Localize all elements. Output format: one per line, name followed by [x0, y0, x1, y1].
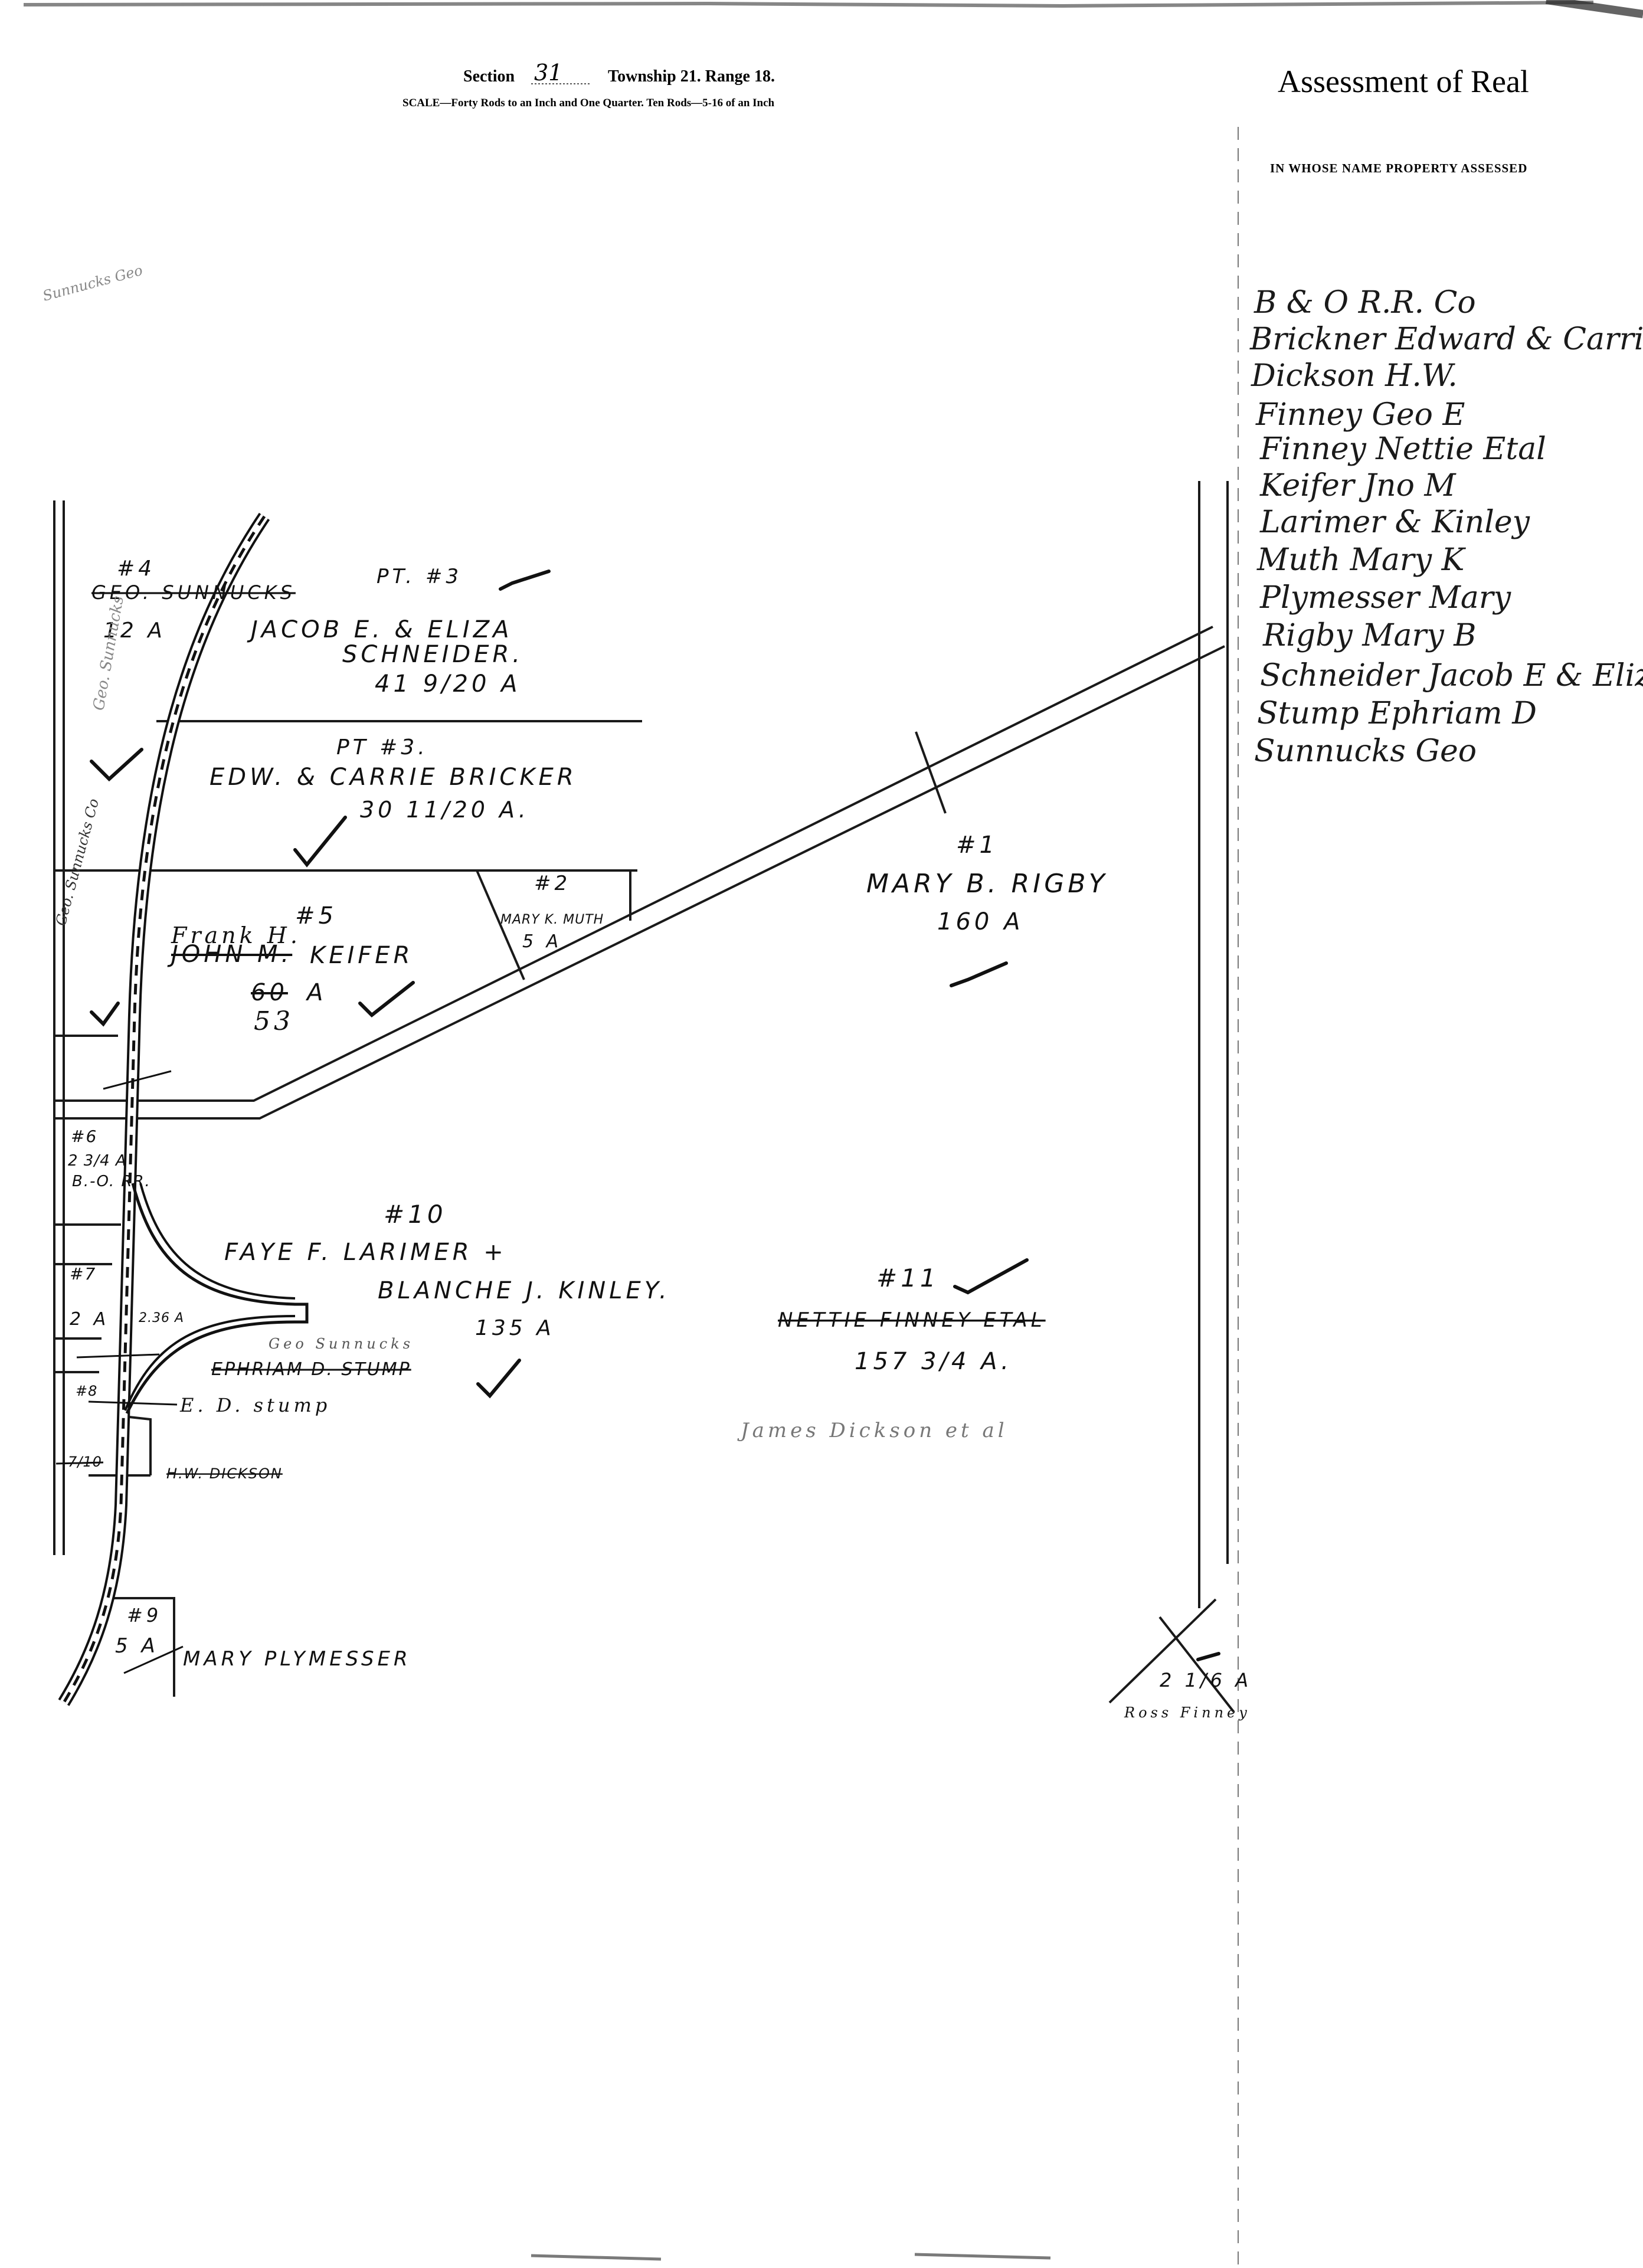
parcel-5-owner-struck: JOHN M. [167, 941, 292, 968]
parcel-7-area: 2 A [70, 1309, 109, 1330]
assessment-panel: Assessment of Real IN WHOSE NAME PROPERT… [1238, 64, 1643, 2268]
parcel-5-number: #5 [295, 902, 337, 930]
parcel-10-owner-2: BLANCHE J. KINLEY. [378, 1277, 670, 1304]
owner-entry: Muth Mary K [1256, 542, 1467, 578]
parcel-6-number: #6 [71, 1127, 97, 1146]
parcel-4-area: 12 A [103, 618, 166, 643]
owner-entry: Plymesser Mary [1259, 580, 1511, 616]
parcel-boundaries [53, 481, 1235, 1713]
parcel-11-number: #11 [876, 1264, 940, 1292]
checkmarks [90, 570, 1220, 1661]
parcel-8-area: 7/10 [68, 1454, 102, 1470]
parcel-11-area: 157 3/4 A. [855, 1348, 1012, 1375]
margin-note-top: Geo. Sunnucks [90, 595, 127, 712]
parcel-8-owner-struck-2: H.W. DICKSON [166, 1465, 283, 1482]
parcel-7-number: #7 [70, 1264, 96, 1284]
corner-parcel-area: 2 1/6 A [1160, 1669, 1252, 1691]
parcel-pt3-schneider-number: PT. #3 [377, 565, 462, 588]
parcel-11-owner-handwritten: James Dickson et al [737, 1419, 1008, 1442]
owner-entry: Finney Geo E [1255, 397, 1465, 433]
owner-entry: Dickson H.W. [1251, 358, 1458, 394]
railroad-line [58, 512, 309, 1706]
parcel-11-owner-struck: NETTIE FINNEY ETAL [778, 1308, 1046, 1332]
parcel-5-area-handwritten: 53 [254, 1006, 294, 1036]
section-number: 31 [534, 60, 562, 86]
parcel-9-area: 5 A [115, 1634, 159, 1658]
margin-note-lower: Geo. Sunnucks Co [53, 797, 102, 927]
parcel-pt3-bricker-area: 30 11/20 A. [360, 797, 529, 823]
section-header: Section 31 Township 21. Range 18. SCALE—… [402, 60, 775, 109]
parcel-4-owner-struck: GEO. SUNNUCKS [91, 581, 296, 604]
parcel-8-number: #8 [76, 1383, 97, 1399]
parcel-6-owner: B.-O. RR. [72, 1173, 151, 1190]
parcel-2-number: #2 [534, 872, 571, 895]
parcel-9-number: #9 [127, 1604, 162, 1626]
corner-parcel-owner-handwritten: Ross Finney [1124, 1704, 1251, 1721]
owner-list: B & O R.R. Co Brickner Edward & Carrie D… [1249, 285, 1643, 769]
scale-note: SCALE—Forty Rods to an Inch and One Quar… [402, 97, 775, 109]
parcel-8-owner-struck-1: EPHRIAM D. STUMP [211, 1359, 411, 1380]
owner-entry: Schneider Jacob E & Eliz. [1260, 658, 1643, 693]
parcel-1-number: #1 [956, 832, 998, 859]
panel-title: Assessment of Real [1278, 64, 1529, 99]
parcel-labels: #4 GEO. SUNNUCKS 12 A PT. #3 JACOB E. & … [68, 557, 1252, 1721]
parcel-4-number: #4 [117, 557, 155, 581]
parcel-8-owner-handwritten-2: E. D. stump [179, 1394, 330, 1416]
scan-edge-marks [23, 0, 1643, 2261]
parcel-pt3-schneider-area: 41 9/20 A [375, 670, 521, 698]
owner-entry: Brickner Edward & Carrie [1249, 322, 1643, 357]
parcel-5-owner: KEIFER [310, 942, 413, 969]
owner-entry: Stump Ephriam D [1257, 696, 1537, 731]
margin-note-upper: Sunnucks Geo [41, 262, 144, 305]
parcel-2-owner: MARY K. MUTH [500, 912, 604, 927]
parcel-9-owner: MARY PLYMESSER [183, 1647, 411, 1671]
parcel-pt3-bricker-owner: EDW. & CARRIE BRICKER [210, 764, 577, 791]
parcel-5-area-unit: A [305, 979, 326, 1006]
parcel-8-owner-handwritten-1: Geo Sunnucks [269, 1336, 414, 1352]
panel-column-heading: IN WHOSE NAME PROPERTY ASSESSED [1270, 161, 1527, 175]
parcel-10-area: 135 A [475, 1316, 555, 1340]
parcel-pt3-bricker-number: PT #3. [336, 735, 428, 760]
leader-arrows [55, 1070, 184, 1674]
parcel-2-area: 5 A [522, 931, 562, 952]
section-label: Section [463, 67, 515, 86]
owner-entry: Finney Nettie Etal [1259, 431, 1546, 467]
owner-entry: Sunnucks Geo [1254, 734, 1477, 769]
parcel-10-owner-1: FAYE F. LARIMER + [224, 1239, 507, 1266]
parcel-5-owner-handwritten: Frank H. [171, 922, 301, 948]
parcel-pt3-schneider-owner-1: JACOB E. & ELIZA [247, 616, 512, 643]
owner-entry: Keifer Jno M [1259, 468, 1457, 503]
parcel-pt3-schneider-owner-2: SCHNEIDER. [342, 641, 523, 668]
township-range: Township 21. Range 18. [608, 67, 775, 86]
parcel-1-owner: MARY B. RIGBY [866, 869, 1108, 899]
parcel-1-area: 160 A [937, 908, 1023, 935]
parcel-6-area: 2 3/4 A [68, 1152, 127, 1170]
parcel-5-area-struck: 60 [251, 979, 288, 1006]
parcel-7-area-inner: 2.36 A [139, 1311, 184, 1326]
owner-entry: Larimer & Kinley [1259, 505, 1530, 540]
parcel-10-number: #10 [384, 1200, 447, 1229]
owner-entry: B & O R.R. Co [1253, 285, 1476, 320]
owner-entry: Rigby Mary B [1262, 618, 1477, 653]
